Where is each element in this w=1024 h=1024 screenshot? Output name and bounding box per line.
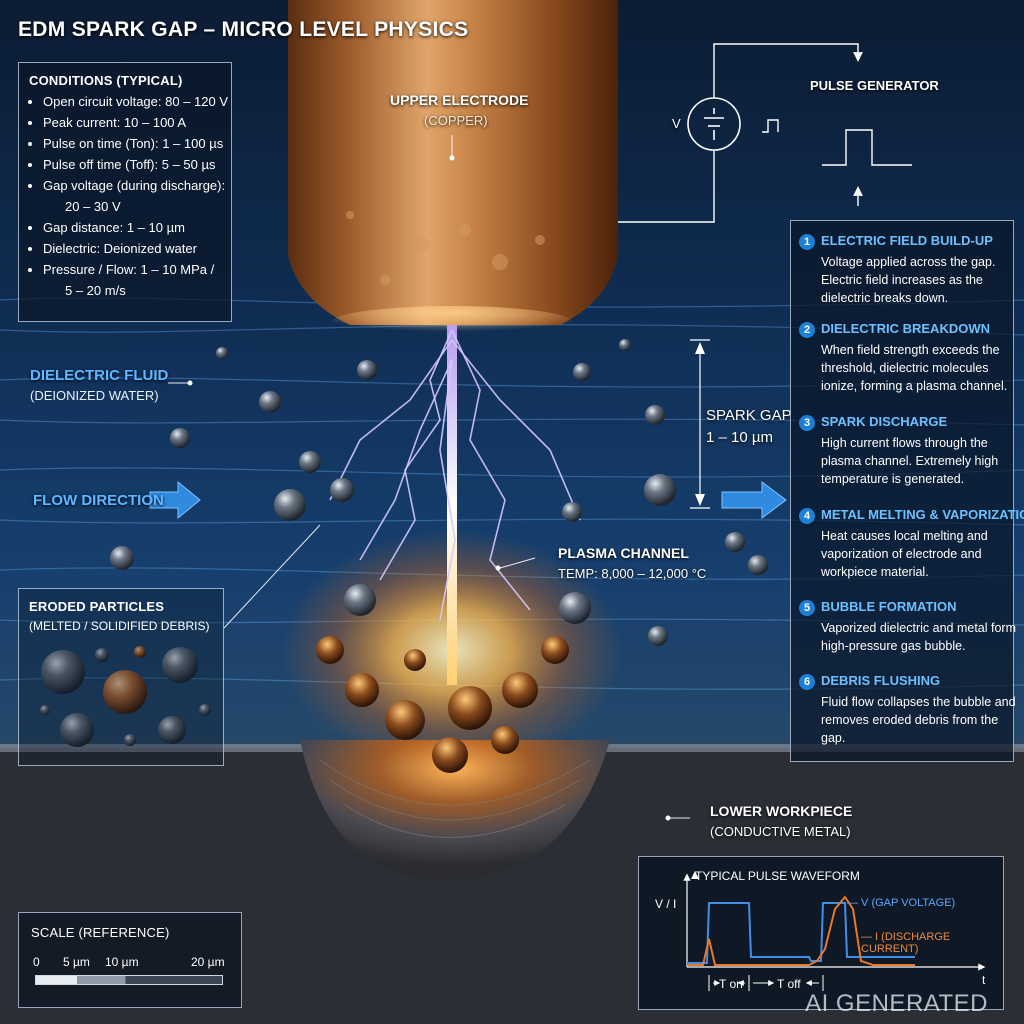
flow-direction-label: FLOW DIRECTION (33, 492, 164, 509)
conditions-heading: CONDITIONS (TYPICAL) (29, 73, 183, 88)
step-number-badge: 6 (799, 674, 815, 690)
step-description: Fluid flow collapses the bubble and remo… (821, 695, 1016, 745)
scale-tick-20: 20 µm (191, 955, 225, 969)
scale-tick-5: 5 µm (63, 955, 90, 969)
watermark: AI GENERATED (805, 990, 988, 1017)
page-title: EDM SPARK GAP – MICRO LEVEL PHYSICS (18, 18, 469, 41)
condition-item: Gap voltage (during discharge): (43, 175, 228, 196)
conditions-list: Open circuit voltage: 80 – 120 V Peak cu… (29, 91, 228, 301)
voltage-trace (687, 902, 915, 964)
voltage-legend: — V (GAP VOLTAGE) (847, 897, 956, 909)
step-description: Vaporized dielectric and metal form high… (821, 621, 1016, 653)
voltage-symbol: V (672, 116, 681, 131)
electrode-sublabel: (COPPER) (424, 113, 488, 128)
waveform-x-label: t (982, 973, 986, 987)
current-legend: — I (DISCHARGE CURRENT) (861, 931, 951, 955)
workpiece-sublabel: (CONDUCTIVE METAL) (710, 824, 851, 839)
step-description: Voltage applied across the gap. Electric… (821, 255, 996, 305)
condition-item: Gap distance: 1 – 10 µm (43, 217, 228, 238)
step-title: BUBBLE FORMATION (821, 599, 957, 614)
current-trace (687, 895, 915, 966)
scale-panel: SCALE (REFERENCE) 0 5 µm 10 µm 20 µm (18, 912, 242, 1008)
waveform-panel: TYPICAL PULSE WAVEFORM V / I t — V (GAP … (638, 856, 1004, 1010)
waveform-y-label: V / I (655, 897, 677, 911)
step-number-badge: 1 (799, 234, 815, 250)
plasma-temp: TEMP: 8,000 – 12,000 °C (558, 566, 707, 581)
step-title: SPARK DISCHARGE (821, 414, 948, 429)
eroded-particles-panel: ERODED PARTICLES (MELTED / SOLIDIFIED DE… (18, 588, 224, 766)
process-steps-panel: 1 ELECTRIC FIELD BUILD-UP Voltage applie… (790, 220, 1024, 762)
conditions-panel: CONDITIONS (TYPICAL) Open circuit voltag… (18, 62, 232, 322)
scale-tick-0: 0 (33, 955, 40, 969)
eroded-heading: ERODED PARTICLES (29, 599, 165, 614)
workpiece-label: LOWER WORKPIECE (710, 803, 853, 819)
step-title: DIELECTRIC BREAKDOWN (821, 321, 990, 336)
plasma-channel-label: PLASMA CHANNEL (558, 545, 689, 561)
step-title: METAL MELTING & VAPORIZATION (821, 507, 1024, 522)
condition-item: Pressure / Flow: 1 – 10 MPa / (43, 259, 228, 280)
toff-label: T off (777, 977, 801, 991)
spark-gap-value: 1 – 10 µm (706, 429, 774, 446)
step-number-badge: 3 (799, 415, 815, 431)
condition-item-continued: 5 – 20 m/s (65, 283, 126, 298)
scale-bar (35, 975, 223, 985)
step-number-badge: 4 (799, 508, 815, 524)
condition-item-continued: 20 – 30 V (65, 199, 121, 214)
electrode-label: UPPER ELECTRODE (390, 92, 529, 108)
spark-gap-label: SPARK GAP (706, 407, 792, 424)
step-title: ELECTRIC FIELD BUILD-UP (821, 233, 993, 248)
condition-item: Pulse off time (Toff): 5 – 50 µs (43, 154, 228, 175)
pulse-generator-label: PULSE GENERATOR (810, 78, 939, 93)
ton-label: T on (719, 977, 743, 991)
dielectric-sublabel: (DEIONIZED WATER) (30, 388, 159, 403)
waveform-heading: TYPICAL PULSE WAVEFORM (695, 869, 860, 883)
dielectric-label: DIELECTRIC FLUID (30, 367, 169, 384)
step-description: When field strength exceeds the threshol… (821, 343, 1008, 393)
step-title: DEBRIS FLUSHING (821, 673, 941, 688)
eroded-sublabel: (MELTED / SOLIDIFIED DEBRIS) (29, 619, 210, 633)
condition-item: Open circuit voltage: 80 – 120 V (43, 91, 228, 112)
step-description: Heat causes local melting and vaporizati… (821, 529, 988, 579)
scale-tick-10: 10 µm (105, 955, 139, 969)
step-number-badge: 5 (799, 600, 815, 616)
condition-item: Pulse on time (Ton): 1 – 100 µs (43, 133, 228, 154)
step-description: High current flows through the plasma ch… (821, 436, 999, 486)
step-number-badge: 2 (799, 322, 815, 338)
scale-heading: SCALE (REFERENCE) (31, 925, 170, 940)
condition-item: Dielectric: Deionized water (43, 238, 228, 259)
waveform-chart (683, 871, 986, 991)
condition-item: Peak current: 10 – 100 A (43, 112, 228, 133)
